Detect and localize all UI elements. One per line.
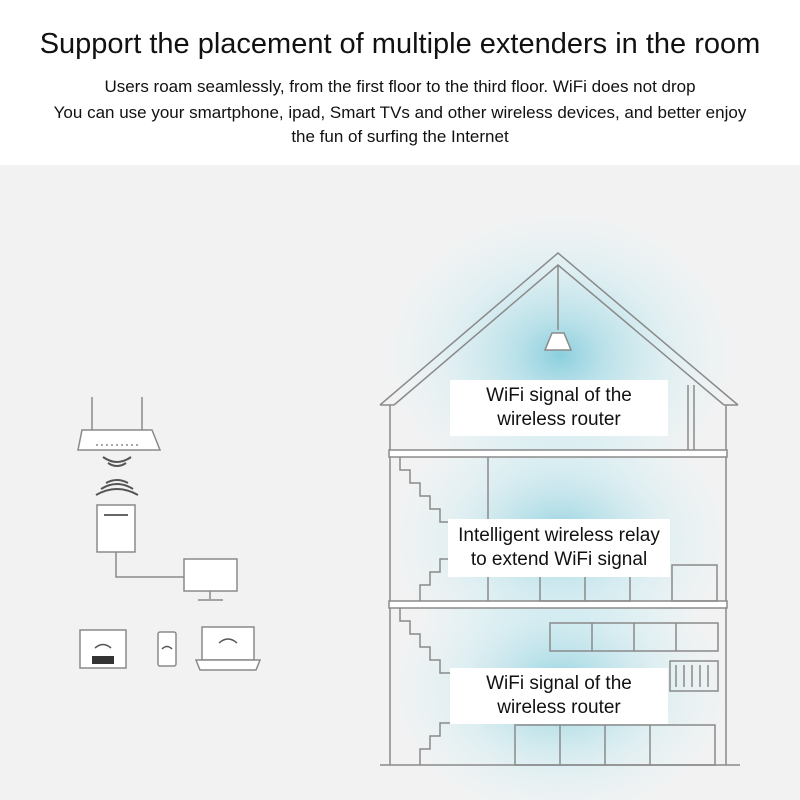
monitor-icon xyxy=(183,558,238,601)
label-router-signal-bottom: WiFi signal of the wireless router xyxy=(450,668,668,724)
smartphone-icon xyxy=(157,631,177,667)
label-router-signal-top: WiFi signal of the wireless router xyxy=(450,380,668,436)
label-line: WiFi signal of the xyxy=(486,385,632,406)
label-line: to extend WiFi signal xyxy=(470,549,648,570)
scene-illustration xyxy=(77,215,740,800)
laptop-icon xyxy=(194,626,262,671)
router-icon xyxy=(77,397,162,451)
ceiling-lamp-icon xyxy=(543,265,573,351)
label-relay-signal-middle: Intelligent wireless relay to extend WiF… xyxy=(448,519,670,577)
subtitle-line-1: Users roam seamlessly, from the first fl… xyxy=(104,77,696,96)
label-line: wireless router xyxy=(497,697,621,718)
wifi-signal-icon xyxy=(95,456,139,496)
label-line: WiFi signal of the xyxy=(486,673,632,694)
label-line: wireless router xyxy=(497,409,621,430)
extender-icon xyxy=(96,504,136,553)
subtitle-line-2: You can use your smartphone, ipad, Smart… xyxy=(53,103,747,122)
subtitle-line-3: the fun of surfing the Internet xyxy=(291,127,509,146)
illustration-scene: WiFi signal of the wireless router Intel… xyxy=(0,165,800,800)
page-title: Support the placement of multiple extend… xyxy=(39,28,761,60)
label-line: Intelligent wireless relay xyxy=(458,525,660,546)
header: Support the placement of multiple extend… xyxy=(0,0,800,160)
kitchen-cabinet-icon xyxy=(514,564,719,766)
tablet-icon xyxy=(79,629,127,669)
